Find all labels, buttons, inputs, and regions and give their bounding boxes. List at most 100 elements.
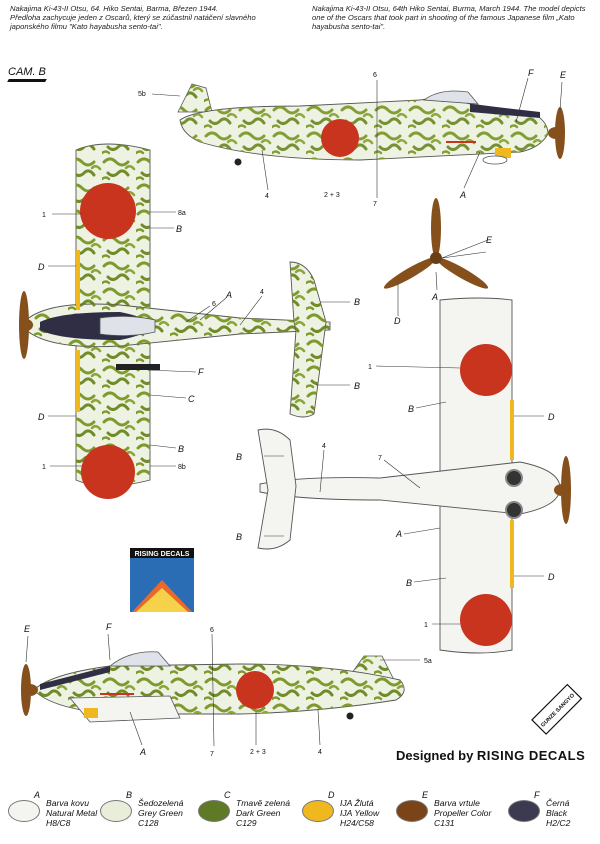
leading-edge-yellow-upper-2 xyxy=(76,350,80,412)
aircraft-artwork: RISING DECALS GUNZE SANGYO xyxy=(19,68,583,758)
main-wheel-2 xyxy=(505,501,523,519)
callout-4: 4 xyxy=(260,289,264,296)
tail-wheel-bottom-side xyxy=(346,712,354,720)
canopy-bottom-side xyxy=(108,651,171,667)
callout-E: E xyxy=(560,70,567,80)
gunze-sangyo-badge: GUNZE SANGYO xyxy=(531,683,583,735)
callout-2-3: 2 + 3 xyxy=(250,749,266,756)
designed-by-prefix: Designed by xyxy=(396,748,474,763)
hinomaru-top-side xyxy=(321,119,359,157)
leading-edge-yellow-bottom-side xyxy=(84,708,98,718)
canopy-upper xyxy=(99,316,156,336)
callout-E: E xyxy=(486,235,493,245)
callout-4: 4 xyxy=(318,749,322,756)
callout-E: E xyxy=(24,624,31,634)
callout-C: C xyxy=(188,394,195,404)
caption-english: Nakajima Ki-43-II Otsu, 64th Hiko Sentai… xyxy=(312,4,592,32)
legend-swatch xyxy=(100,800,132,822)
callout-B: B xyxy=(408,404,414,414)
callout-B: B xyxy=(178,444,184,454)
callout-F: F xyxy=(106,622,112,632)
callout-B: B xyxy=(236,452,242,462)
hinomaru-underside-1 xyxy=(460,344,512,396)
caption-cz-line: japonského filmu "Kato hayabusha sento-t… xyxy=(10,22,163,32)
callout-labels: 5b 6 F E 4 2 + 3 7 A 1 8a B D 6 A 4 F C … xyxy=(24,68,567,758)
legend-letter: E xyxy=(422,790,429,800)
callout-8a: 8a xyxy=(178,210,186,217)
spinner-upper xyxy=(19,319,33,331)
callout-A: A xyxy=(395,529,402,539)
plan-view-upper xyxy=(19,143,331,499)
callout-1: 1 xyxy=(42,212,46,219)
tail-wheel-top-side xyxy=(234,158,242,166)
callout-7: 7 xyxy=(378,455,382,462)
antiglare-bottom-side xyxy=(40,666,110,690)
antiglare-top-side xyxy=(470,104,540,118)
legend-letter: B xyxy=(126,790,133,800)
legend-swatch xyxy=(396,800,428,822)
callout-D: D xyxy=(548,412,555,422)
tail-fin-camo-top xyxy=(178,84,212,112)
caption-en-line: Nakajima Ki-43-II Otsu, 64th Hiko Sentai… xyxy=(312,4,586,13)
callout-5a: 5a xyxy=(424,658,432,665)
callout-6: 6 xyxy=(210,627,214,634)
rising-logo-text: RISING DECALS xyxy=(135,551,190,558)
callout-A: A xyxy=(139,747,146,757)
callout-B: B xyxy=(354,381,360,391)
callout-D: D xyxy=(548,572,555,582)
hinomaru-underside-2 xyxy=(460,594,512,646)
legend-swatch xyxy=(8,800,40,822)
canopy-top-side xyxy=(422,90,479,105)
hinomaru-wing-upper-2 xyxy=(81,445,135,499)
leading-edge-yellow-top-side xyxy=(495,148,511,158)
rising-decals-logo: RISING DECALS xyxy=(130,548,194,612)
hinomaru-wing-upper-1 xyxy=(80,183,136,239)
spinner-top-side xyxy=(548,127,564,139)
callout-6: 6 xyxy=(212,301,216,308)
callout-2-3: 2 + 3 xyxy=(324,192,340,199)
callout-A: A xyxy=(225,290,232,300)
leading-edge-yellow-upper-1 xyxy=(76,250,80,310)
hinomaru-bottom-side xyxy=(236,671,274,709)
callout-B: B xyxy=(176,224,182,234)
cowl-intake-top-side xyxy=(482,155,508,165)
caption-czech: Nakajima Ki-43-II Otsu, 64. Hiko Sentai,… xyxy=(10,4,295,32)
callout-D: D xyxy=(38,262,45,272)
caption-en-line: hayabusha sento-tai". xyxy=(312,22,386,32)
propeller-detail xyxy=(383,198,489,289)
callout-F: F xyxy=(528,68,534,78)
leading-edge-yellow-underside-1 xyxy=(510,400,514,460)
callout-F: F xyxy=(198,367,204,377)
designed-by: Designed by RISING DECALS xyxy=(396,748,585,763)
black-walkway-upper xyxy=(116,364,160,370)
callout-4: 4 xyxy=(322,443,326,450)
tailplane-underside xyxy=(257,428,297,550)
callout-6: 6 xyxy=(373,72,377,79)
callout-4: 4 xyxy=(265,193,269,200)
callout-D: D xyxy=(394,316,401,326)
camouflage-label: CAM. B xyxy=(8,66,46,78)
main-wheel-1 xyxy=(505,469,523,487)
callout-1: 1 xyxy=(424,622,428,629)
legend-swatch xyxy=(508,800,540,822)
legend-letter: F xyxy=(534,790,540,800)
callout-1: 1 xyxy=(368,364,372,371)
callout-B: B xyxy=(406,578,412,588)
callout-7: 7 xyxy=(210,751,214,758)
callout-D: D xyxy=(38,412,45,422)
designed-by-brand: RISING DECALS xyxy=(476,748,586,763)
callout-B: B xyxy=(354,297,360,307)
callout-A: A xyxy=(459,190,466,200)
callout-5b: 5b xyxy=(138,91,146,98)
caption-cz-line: Nakajima Ki-43-II Otsu, 64. Hiko Sentai,… xyxy=(10,4,219,13)
legend-swatch xyxy=(302,800,334,822)
side-view-right xyxy=(177,83,565,166)
callout-leaders xyxy=(25,77,563,747)
plan-view-underside xyxy=(257,297,571,654)
